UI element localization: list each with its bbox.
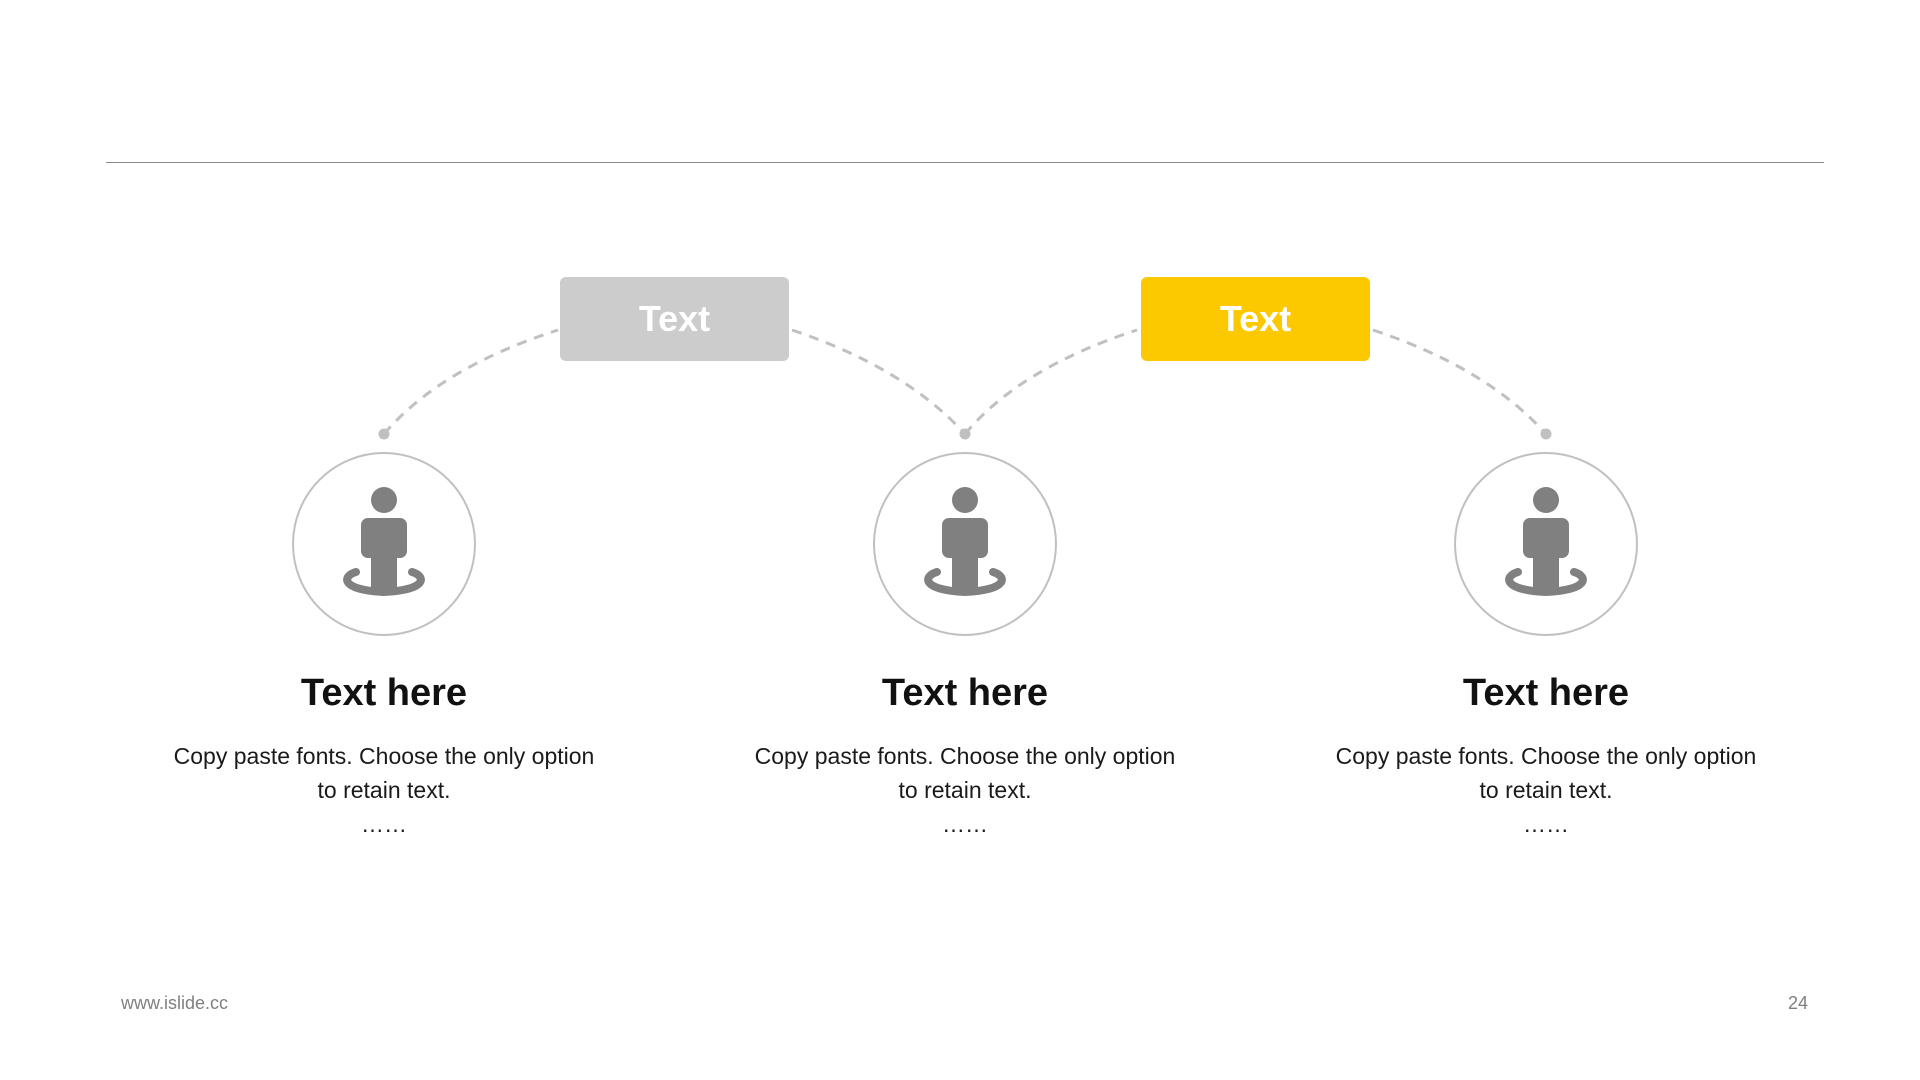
page-number: 24 bbox=[1787, 993, 1808, 1013]
person-location-icon bbox=[343, 487, 425, 597]
item-3-title: Text here bbox=[1462, 672, 1630, 714]
item-1-title: Text here bbox=[300, 672, 468, 714]
connector-dot-2 bbox=[959, 428, 971, 440]
connector-2-left bbox=[963, 328, 1138, 435]
item-1-body-line1: Copy paste fonts. Choose the only option bbox=[173, 743, 595, 769]
label-box-1-text: Text bbox=[638, 298, 711, 339]
icon-circle-1 bbox=[292, 452, 476, 636]
item-1-ellipsis: …… bbox=[361, 811, 407, 837]
person-location-icon bbox=[924, 487, 1006, 597]
connector-1-right bbox=[791, 328, 967, 436]
connector-dot-3 bbox=[1540, 428, 1552, 440]
item-3-body-line2: to retain text. bbox=[1479, 777, 1613, 803]
connector-2-right bbox=[1372, 328, 1548, 436]
label-box-2-text: Text bbox=[1219, 298, 1292, 339]
item-1-body: Copy paste fonts. Choose the only option… bbox=[124, 739, 644, 841]
item-3-ellipsis: …… bbox=[1523, 811, 1569, 837]
icon-circle-2 bbox=[873, 452, 1057, 636]
connector-1-left bbox=[382, 328, 559, 435]
item-2-title: Text here bbox=[881, 672, 1049, 714]
icon-circle-3 bbox=[1454, 452, 1638, 636]
person-location-icon bbox=[1505, 487, 1587, 597]
item-2-body-line1: Copy paste fonts. Choose the only option bbox=[754, 743, 1176, 769]
top-divider bbox=[106, 162, 1824, 163]
label-box-1: Text bbox=[560, 277, 789, 361]
item-1-body-line2: to retain text. bbox=[317, 777, 451, 803]
item-2-body-line2: to retain text. bbox=[898, 777, 1032, 803]
item-2-ellipsis: …… bbox=[942, 811, 988, 837]
footer-url: www.islide.cc bbox=[121, 993, 229, 1013]
item-3-body: Copy paste fonts. Choose the only option… bbox=[1286, 739, 1806, 841]
connector-dot-1 bbox=[378, 428, 390, 440]
item-2-body: Copy paste fonts. Choose the only option… bbox=[705, 739, 1225, 841]
item-3-body-line1: Copy paste fonts. Choose the only option bbox=[1335, 743, 1757, 769]
label-box-2: Text bbox=[1141, 277, 1370, 361]
